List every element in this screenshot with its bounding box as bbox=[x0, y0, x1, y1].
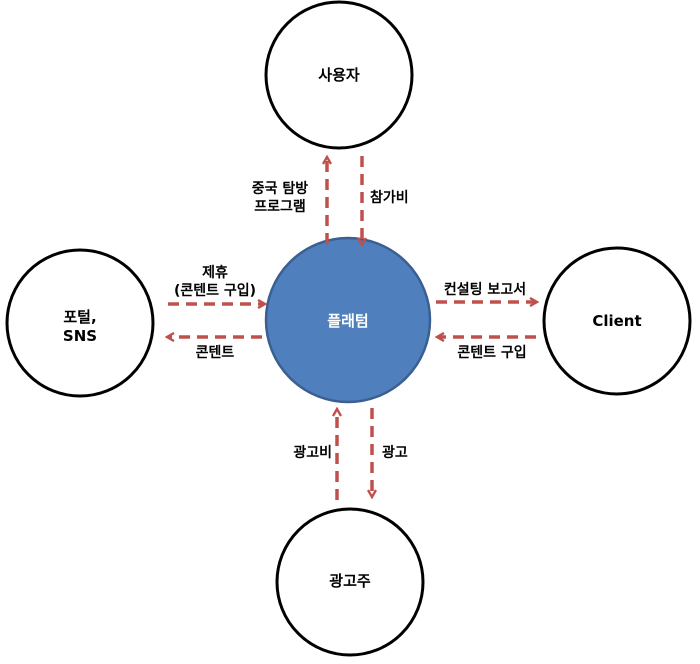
portal-sns-node-label-line1: 포털, bbox=[63, 308, 97, 326]
edge-label-partnership-line1: 제휴 bbox=[202, 265, 228, 281]
edge-label-china-tour-line2: 프로그램 bbox=[254, 199, 306, 215]
advertiser-node-circle bbox=[275, 507, 425, 657]
edge-label-content-purchase: 콘텐트 구입 bbox=[457, 345, 527, 361]
client-node-label: Client bbox=[592, 312, 642, 330]
portal-sns-node-label: 포털, SNS bbox=[40, 308, 120, 346]
advertiser-node-label: 광고주 bbox=[329, 572, 371, 590]
client-node-circle bbox=[542, 246, 692, 396]
edge-label-china-tour-line1: 중국 탐방 bbox=[251, 181, 309, 197]
edge-label-partnership-line2: (콘텐트 구입) bbox=[173, 283, 257, 299]
edge-label-consulting-report: 컨설팅 보고서 bbox=[443, 282, 527, 298]
edge-label-content-to-portal: 콘텐트 bbox=[195, 345, 235, 361]
user-node-label: 사용자 bbox=[318, 66, 360, 84]
platum-node-circle bbox=[264, 236, 432, 404]
edge-label-advertising: 광고 bbox=[382, 445, 408, 461]
edge-label-china-tour-program: 중국 탐방 프로그램 bbox=[238, 180, 322, 216]
portal-sns-node-label-line2: SNS bbox=[62, 327, 98, 345]
edge-label-ad-fee: 광고비 bbox=[293, 445, 332, 461]
user-node-circle bbox=[264, 0, 414, 150]
edge-label-partnership: 제휴 (콘텐트 구입) bbox=[160, 264, 270, 300]
edge-label-participation-fee: 참가비 bbox=[370, 190, 409, 206]
portal-sns-node-circle bbox=[5, 248, 155, 398]
platum-node-label: 플래텀 bbox=[327, 312, 369, 330]
